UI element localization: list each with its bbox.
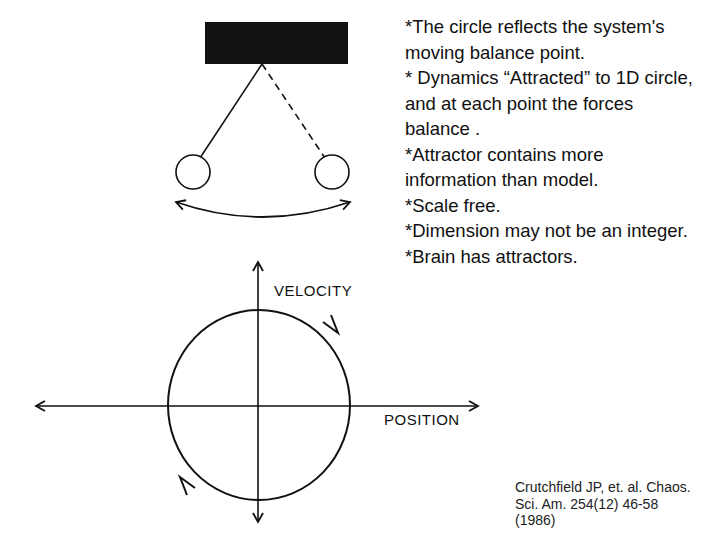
- cycle-arrowhead: [180, 477, 195, 495]
- pendulum-bob: [315, 155, 349, 189]
- bullet-note: *Attractor contains more information tha…: [405, 142, 697, 193]
- bullet-note: * Dynamics “Attracted” to 1D circle, and…: [405, 65, 697, 142]
- citation: Crutchfield JP, et. al. Chaos. Sci. Am. …: [515, 479, 693, 529]
- pendulum-bob: [176, 155, 210, 189]
- axis-label: VELOCITY: [274, 282, 352, 299]
- bullet-note: *Dimension may not be an integer.: [405, 218, 697, 244]
- pendulum-string-dashed: [262, 64, 325, 158]
- notes-column: *The circle reflects the system's moving…: [405, 14, 697, 269]
- swing-arrow: [176, 202, 350, 217]
- cycle-arrowhead: [323, 315, 338, 333]
- bullet-note: *Brain has attractors.: [405, 244, 697, 270]
- bullet-note: *The circle reflects the system's moving…: [405, 14, 697, 65]
- position-axis: [36, 405, 478, 407]
- pendulum-string: [200, 64, 262, 158]
- limit-cycle: [168, 310, 350, 500]
- axis-label: POSITION: [384, 411, 460, 428]
- velocity-axis: [257, 262, 259, 522]
- bullet-note: *Scale free.: [405, 193, 697, 219]
- pendulum-support: [205, 22, 348, 64]
